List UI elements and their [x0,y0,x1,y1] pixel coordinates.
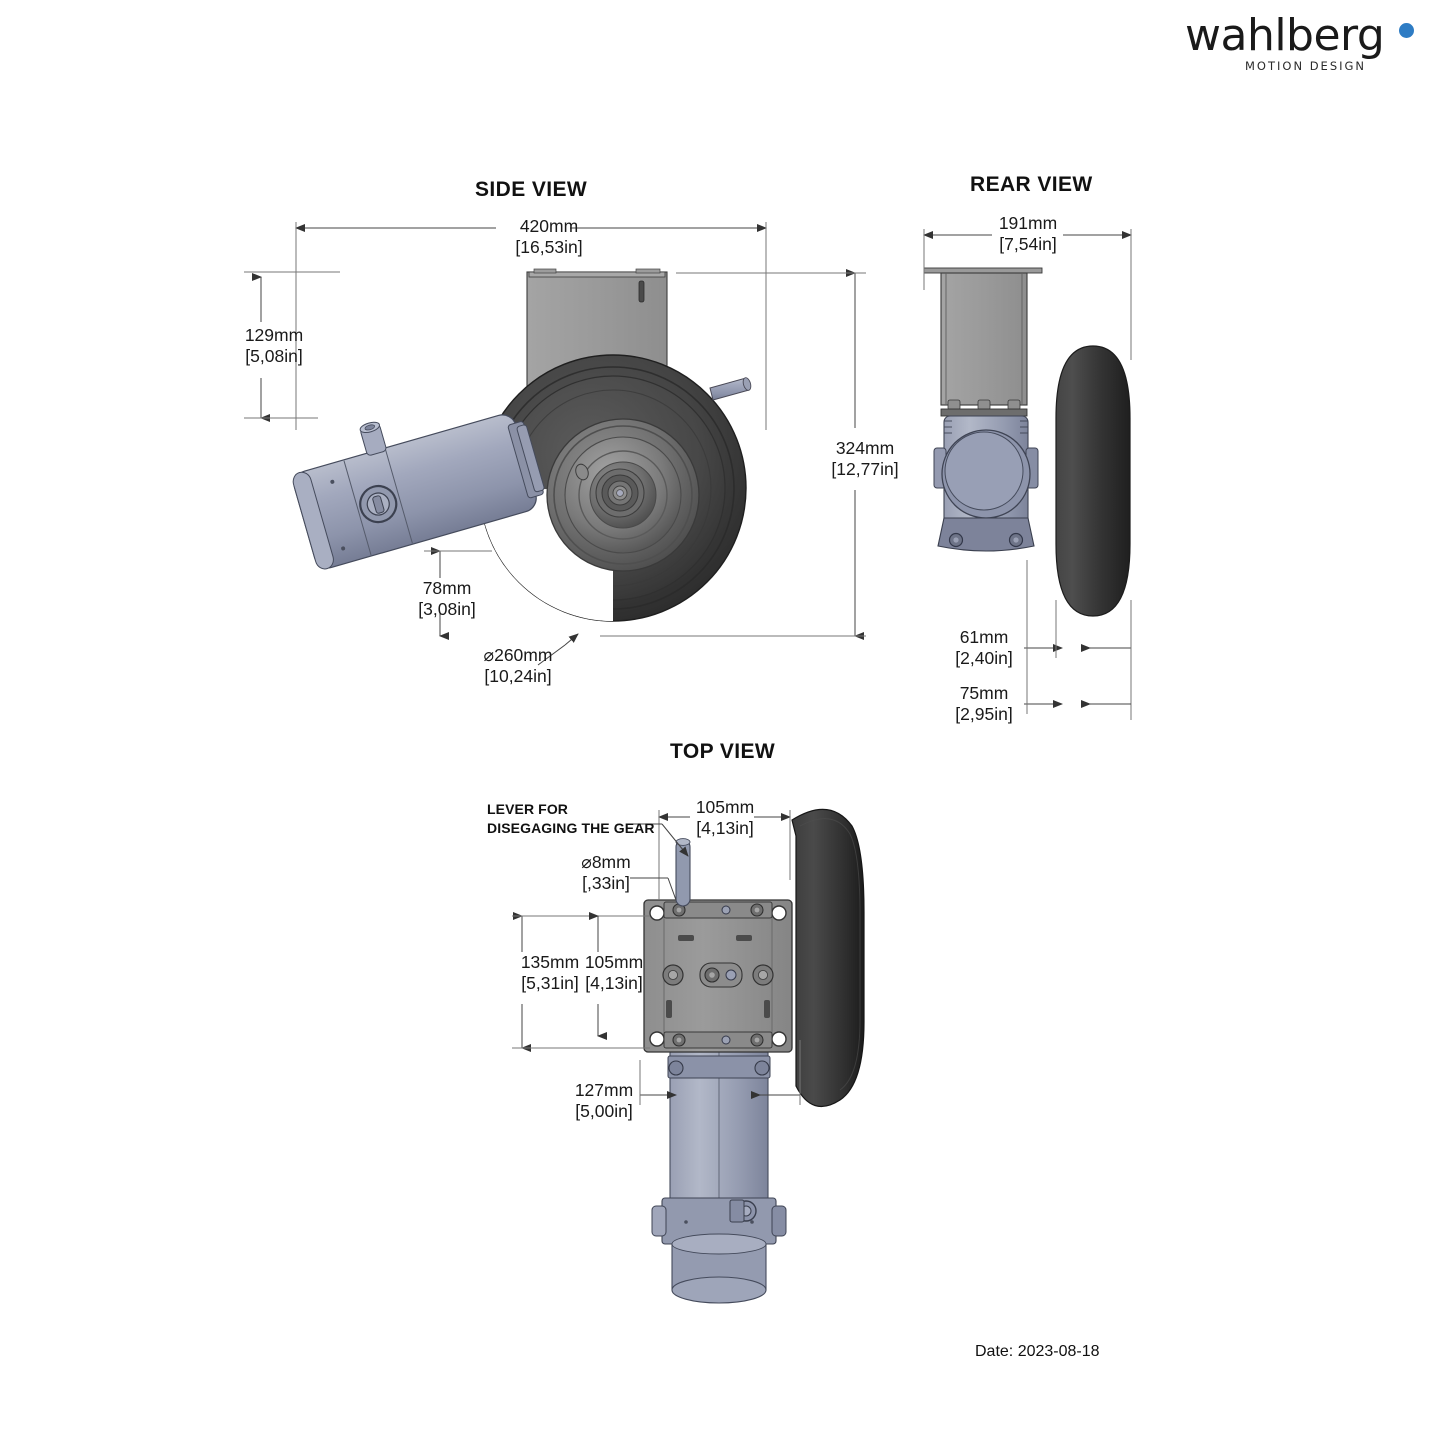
side-tire [479,354,747,622]
dim-value-mm: 127mm [574,1080,634,1100]
dim-top-plate-depth: 135mm [5,31in] [506,952,594,993]
dim-rear-wheel-offset: 75mm [2,95in] [942,683,1026,724]
dim-value-in: [4,13in] [696,817,754,838]
rear-view-title: REAR VIEW [970,173,1093,196]
dim-value-mm: ⌀8mm [581,852,631,872]
dim-side-overall-length: 420mm [16,53in] [499,216,599,257]
dim-value-mm: 324mm [835,438,895,458]
rear-view-drawing [923,267,1131,617]
dim-value-mm: 105mm [584,952,644,972]
dim-value-in: [5,31in] [521,972,579,993]
dim-top-plate-width: 105mm [4,13in] [679,797,771,838]
lever-note-line2: DISEGAGING THE GEAR [487,819,655,836]
side-view-drawing [292,268,752,622]
lever-note: LEVER FOR DISEGAGING THE GEAR [487,800,655,838]
side-motor-body [292,414,545,570]
dim-side-overall-height: 324mm [12,77in] [818,438,912,479]
dim-rear-tire-width: 61mm [2,40in] [942,627,1026,668]
side-tire-notch [488,488,613,621]
rear-top-flange [923,267,1043,274]
top-mounting-plate [643,899,793,1053]
logo-blue-dot-icon [1399,23,1414,38]
dim-top-plate-to-wheel: 127mm [5,00in] [558,1080,650,1121]
dim-value-in: [12,77in] [831,458,899,479]
side-bracket-plate [526,268,668,425]
dim-value-in: [4,13in] [585,972,643,993]
dim-value-in: [10,24in] [484,665,552,686]
dim-value-mm: 75mm [959,683,1009,703]
logo-wordmark: wahlberg [1185,10,1385,61]
dim-value-mm: 135mm [520,952,580,972]
rear-gearbox-housing [933,415,1039,552]
logo-tagline: MOTION DESIGN [1245,59,1367,73]
dim-value-in: [5,08in] [245,345,303,366]
dim-side-ground-clearance: 78mm [3,08in] [405,578,489,619]
dim-top-lever-pin-diameter: ⌀8mm [,33in] [568,852,644,893]
top-view-drawing [643,808,865,1304]
dim-side-wheel-diameter: ⌀260mm [10,24in] [464,645,572,686]
rear-gearbox-top-bolts [940,399,1028,417]
dim-value-mm: 191mm [998,213,1058,233]
dim-value-in: [16,53in] [515,236,583,257]
dim-side-top-offset: 129mm [5,08in] [228,325,320,366]
top-motor-barrel [651,1051,787,1304]
dim-value-mm: 61mm [959,627,1009,647]
dim-value-mm: 420mm [519,216,579,236]
dim-value-mm: 78mm [422,578,472,598]
dim-value-in: [5,00in] [575,1100,633,1121]
dim-value-mm: 105mm [695,797,755,817]
company-logo: wahlberg MOTION DESIGN [1185,14,1415,73]
dim-value-in: [3,08in] [418,598,476,619]
drawing-date: Date: 2023-08-18 [975,1343,1100,1360]
rear-tire [1055,345,1131,617]
dim-value-mm: ⌀260mm [483,645,553,665]
top-disengage-lever [675,838,691,907]
dim-value-in: [,33in] [582,872,630,893]
dim-value-in: [2,40in] [955,647,1013,668]
side-axle-stub [709,377,752,401]
top-view-title: TOP VIEW [670,740,776,763]
dim-value-in: [2,95in] [955,703,1013,724]
dim-top-hole-spacing: 105mm [4,13in] [570,952,658,993]
rear-bracket [940,272,1028,406]
dim-value-mm: 129mm [244,325,304,345]
dim-rear-overall-width: 191mm [7,54in] [982,213,1074,254]
side-wheel-hub [546,418,700,572]
side-view-dimension-lines [244,222,866,666]
side-view-title: SIDE VIEW [475,178,588,201]
dim-value-in: [7,54in] [999,233,1057,254]
top-tire [791,808,865,1108]
lever-note-line1: LEVER FOR [487,801,569,817]
